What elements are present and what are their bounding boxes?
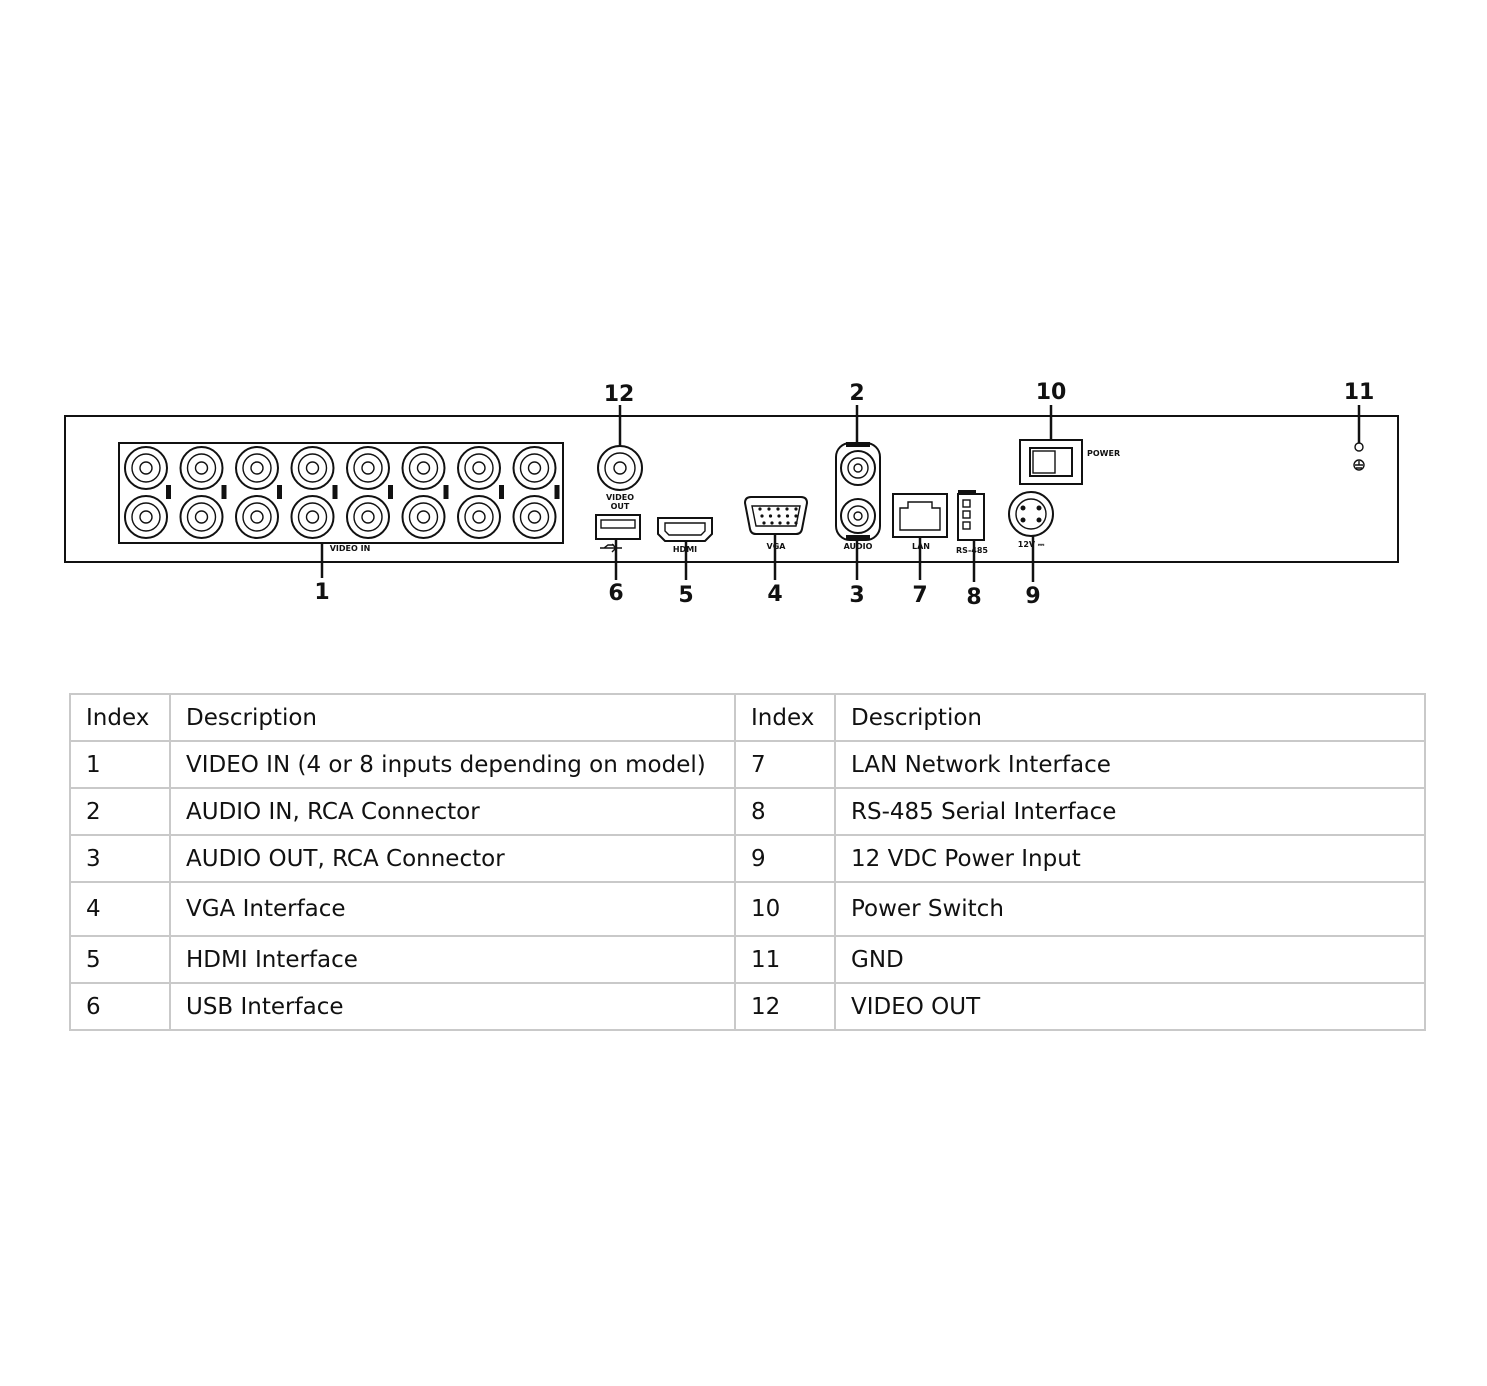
video-in-bnc-grid xyxy=(124,446,560,539)
header-description: Description xyxy=(834,693,1426,742)
row-description: LAN Network Interface xyxy=(834,740,1426,789)
callout-7: 7 xyxy=(912,583,927,608)
rocker-switch-icon xyxy=(1019,439,1083,485)
usb-port-icon xyxy=(595,514,641,553)
callout-4: 4 xyxy=(767,582,782,607)
bnc-connector-icon xyxy=(401,446,449,499)
row-description: VIDEO OUT xyxy=(834,982,1426,1031)
bnc-connector-icon xyxy=(235,446,282,499)
row-index: 10 xyxy=(734,881,836,937)
callout-5: 5 xyxy=(678,583,693,608)
bnc-connector-icon xyxy=(457,495,501,539)
callout-1: 1 xyxy=(314,580,329,605)
row-index: 11 xyxy=(734,935,836,984)
row-description: AUDIO IN, RCA Connector xyxy=(169,787,736,836)
bnc-connector-icon xyxy=(401,495,446,539)
label-video-out-2: OUT xyxy=(611,502,630,511)
row-index: 3 xyxy=(69,834,171,883)
label-video-in: VIDEO IN xyxy=(330,544,371,553)
row-description: VGA Interface xyxy=(169,881,736,937)
bnc-connector-icon xyxy=(179,446,227,499)
row-description: 12 VDC Power Input xyxy=(834,834,1426,883)
row-index: 7 xyxy=(734,740,836,789)
chassis-outline xyxy=(64,415,1399,563)
bnc-connector-icon xyxy=(290,446,338,499)
table-row: 2 AUDIO IN, RCA Connector 8 RS-485 Seria… xyxy=(69,787,1426,836)
callout-12: 12 xyxy=(604,382,635,407)
row-description: RS-485 Serial Interface xyxy=(834,787,1426,836)
header-index: Index xyxy=(69,693,171,742)
bnc-connector-icon xyxy=(124,446,171,499)
vga-port-icon xyxy=(743,496,809,535)
header-description: Description xyxy=(169,693,736,742)
callout-10: 10 xyxy=(1036,380,1067,405)
label-rs485: RS-485 xyxy=(956,546,988,555)
bnc-connector-icon xyxy=(346,446,393,499)
video-in-block xyxy=(118,442,564,544)
table-row: 3 AUDIO OUT, RCA Connector 9 12 VDC Powe… xyxy=(69,834,1426,883)
callout-3: 3 xyxy=(849,583,864,608)
terminal-block-icon xyxy=(957,490,985,541)
rca-jack-icon xyxy=(835,442,881,541)
bnc-connector-icon xyxy=(124,495,168,539)
table-row: 5 HDMI Interface 11 GND xyxy=(69,935,1426,984)
dc-power-jack-icon xyxy=(1008,491,1054,537)
row-description: VIDEO IN (4 or 8 inputs depending on mod… xyxy=(169,740,736,789)
bnc-connector-icon xyxy=(346,495,390,539)
row-index: 8 xyxy=(734,787,836,836)
hdmi-port-icon xyxy=(657,517,713,542)
row-index: 2 xyxy=(69,787,171,836)
bnc-connector-icon xyxy=(290,495,335,539)
callout-11: 11 xyxy=(1344,380,1375,405)
row-description: GND xyxy=(834,935,1426,984)
row-index: 1 xyxy=(69,740,171,789)
row-description: USB Interface xyxy=(169,982,736,1031)
bnc-connector-icon xyxy=(512,495,557,539)
bnc-connector-icon xyxy=(179,495,224,539)
callout-2: 2 xyxy=(849,381,864,406)
callout-6: 6 xyxy=(608,581,623,606)
row-index: 6 xyxy=(69,982,171,1031)
bnc-connector-icon xyxy=(457,446,504,499)
bnc-connector-icon xyxy=(597,445,643,491)
row-index: 12 xyxy=(734,982,836,1031)
table-row: 6 USB Interface 12 VIDEO OUT xyxy=(69,982,1426,1031)
rear-panel-diagram: VIDEO IN VIDEO OUT HDMI VGA AUDIO xyxy=(64,380,1399,610)
label-video-out-1: VIDEO xyxy=(606,493,634,502)
row-description: Power Switch xyxy=(834,881,1426,937)
callout-8: 8 xyxy=(966,585,981,610)
label-vga: VGA xyxy=(767,542,787,551)
label-power: POWER xyxy=(1087,449,1120,458)
callout-leaders xyxy=(320,405,1361,582)
callout-9: 9 xyxy=(1025,584,1040,609)
bnc-connector-icon xyxy=(235,495,279,539)
bnc-connector-icon xyxy=(512,446,560,499)
row-index: 4 xyxy=(69,881,171,937)
label-12v: 12V ⎓ xyxy=(1018,540,1045,549)
table-header-row: Index Description Index Description xyxy=(69,693,1426,742)
row-index: 9 xyxy=(734,834,836,883)
ground-symbol-icon xyxy=(1353,442,1365,471)
table-row: 1 VIDEO IN (4 or 8 inputs depending on m… xyxy=(69,740,1426,789)
interface-legend-table: Index Description Index Description 1 VI… xyxy=(69,693,1426,1031)
row-description: HDMI Interface xyxy=(169,935,736,984)
table-row: 4 VGA Interface 10 Power Switch xyxy=(69,881,1426,937)
row-index: 5 xyxy=(69,935,171,984)
row-description: AUDIO OUT, RCA Connector xyxy=(169,834,736,883)
header-index: Index xyxy=(734,693,836,742)
rj45-port-icon xyxy=(892,493,948,538)
